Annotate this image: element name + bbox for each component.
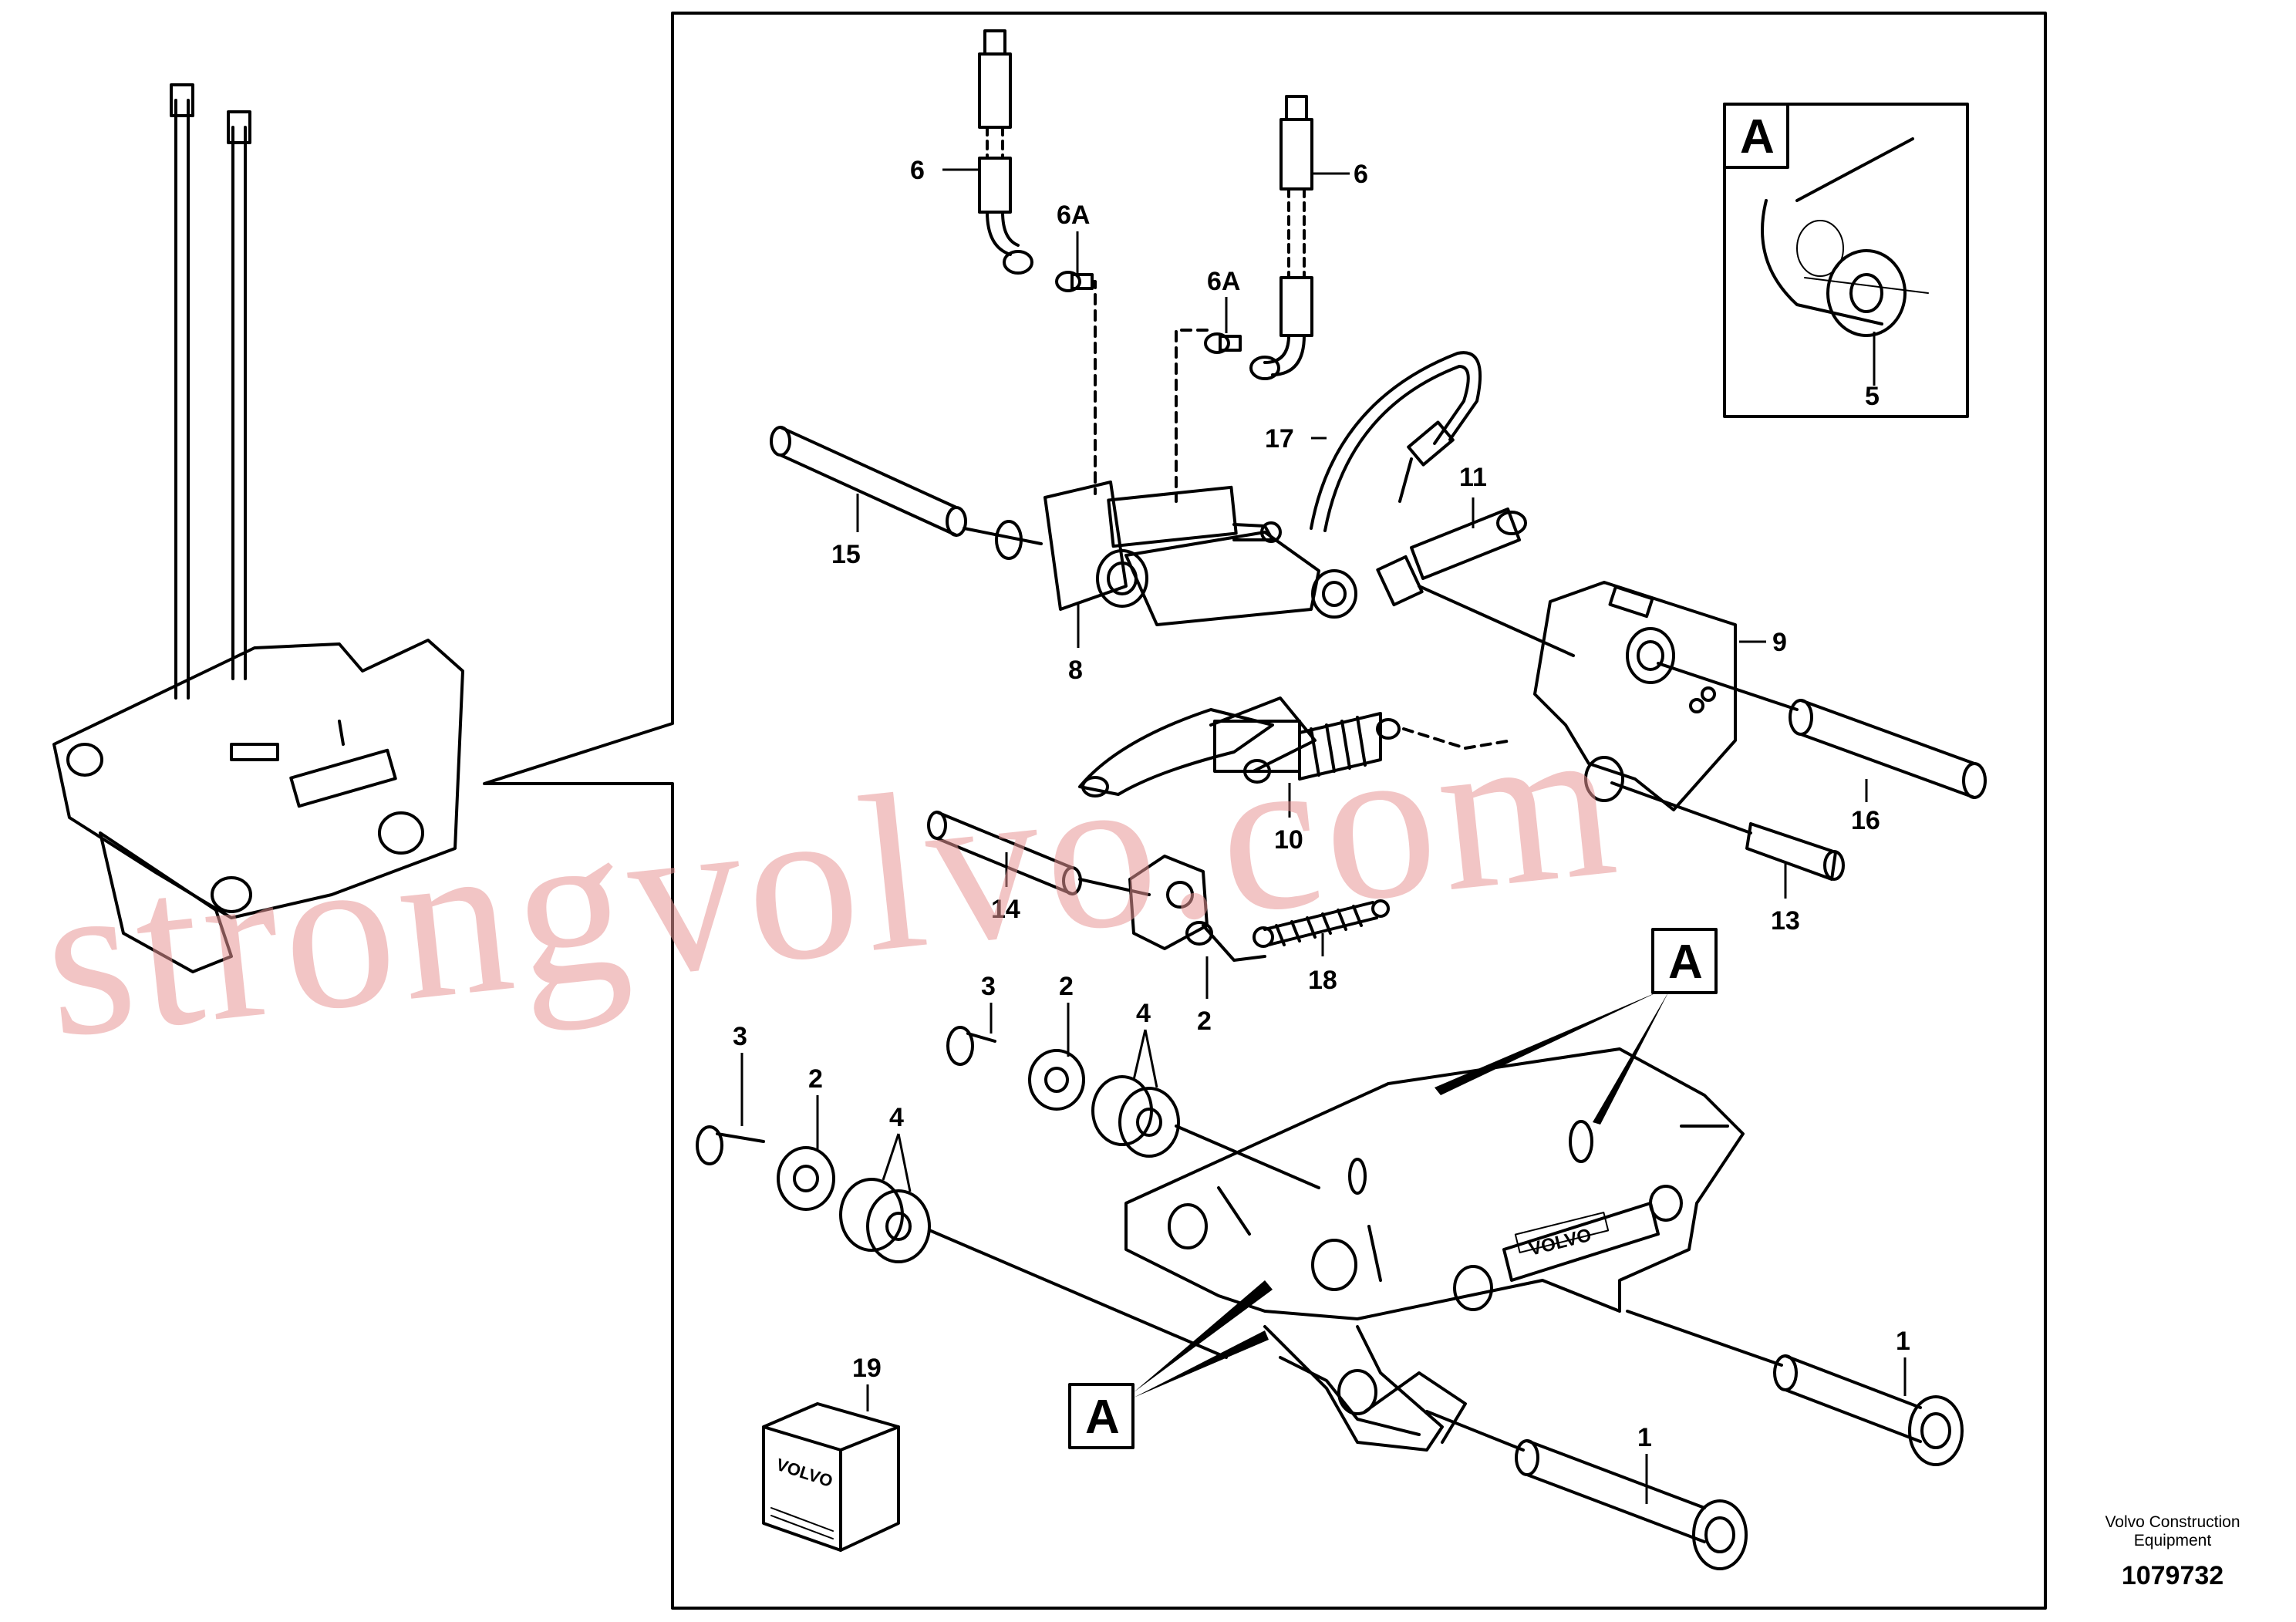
detail-a-box-upper [1651,928,1718,994]
leader-lines [740,168,1907,1504]
part-labels: 6 6 6A 6A 17 11 15 8 9 16 10 13 14 18 2 … [733,156,1910,1452]
detail-a-box-lower [1068,1383,1135,1449]
label-1-upper: 1 [1896,1327,1910,1356]
spring-18 [1253,899,1390,948]
footer: Volvo Construction Equipment 1079732 [2095,1513,2250,1591]
label-19: 19 [852,1354,882,1383]
detail-a-upper-letter: A [1668,936,1703,989]
label-5: 5 [1865,382,1880,411]
detail-a-lower-letter: A [1085,1391,1120,1444]
label-17: 17 [1265,424,1294,454]
label-6-right: 6 [1354,160,1368,189]
spacer-4-lower [839,1178,1228,1359]
label-6A-right: 6A [1207,267,1240,296]
label-6A-left: 6A [1057,201,1090,230]
latch-body-9 [1533,581,1737,811]
label-9: 9 [1772,628,1787,657]
pin-16 [1657,662,1987,799]
detail-a-inset [1723,103,1969,418]
latch-mechanism-10 [1078,696,1513,798]
label-11: 11 [1459,463,1487,492]
pin-1-lower [1425,1410,1748,1570]
pin-14 [927,811,1151,896]
kit-box-brand: VOLVO [774,1455,834,1491]
washer-2-lower [777,1146,835,1211]
cylinder-8 [1043,481,1357,626]
coupler-frame [1124,1047,1745,1452]
kit-box-19 [762,1402,900,1552]
label-2-lower: 2 [808,1064,823,1094]
pin-13 [1610,781,1845,881]
hose-6-left [978,29,1033,275]
label-10: 10 [1274,825,1303,855]
label-4-lower: 4 [889,1103,904,1132]
drawing-number: 1079732 [2121,1561,2224,1590]
fittings-6A [1055,271,1242,503]
label-6-left: 6 [910,156,925,185]
latch-block [1128,855,1266,962]
hose-17 [1310,351,1482,532]
detail-a-inset-letter: A [1740,110,1775,164]
detail-a-arrows [1134,991,1669,1398]
callout-frame [483,12,2047,1610]
pin-1-upper [1626,1310,1964,1466]
label-18: 18 [1308,966,1337,995]
overview-coupler [52,83,464,973]
label-2-upper: 2 [1059,972,1074,1001]
label-8: 8 [1068,656,1083,685]
cylinder-11 [1376,508,1575,657]
label-4-upper: 4 [1136,999,1151,1028]
footer-company: Volvo Construction Equipment [2105,1513,2240,1549]
hose-6-right [1249,95,1313,380]
label-13: 13 [1771,906,1800,936]
label-14: 14 [991,895,1020,924]
label-3-upper: 3 [981,972,996,1001]
label-2-right: 2 [1197,1007,1212,1036]
spacer-4-upper [1091,1075,1320,1189]
circlip-3-lower [696,1125,765,1165]
pin-15 [770,426,1043,560]
label-15: 15 [831,540,861,569]
circlip-3-upper [946,1026,996,1066]
label-16: 16 [1851,806,1880,835]
label-1-lower: 1 [1637,1423,1652,1452]
washer-2-upper [1028,1049,1085,1111]
label-3-lower: 3 [733,1022,747,1051]
